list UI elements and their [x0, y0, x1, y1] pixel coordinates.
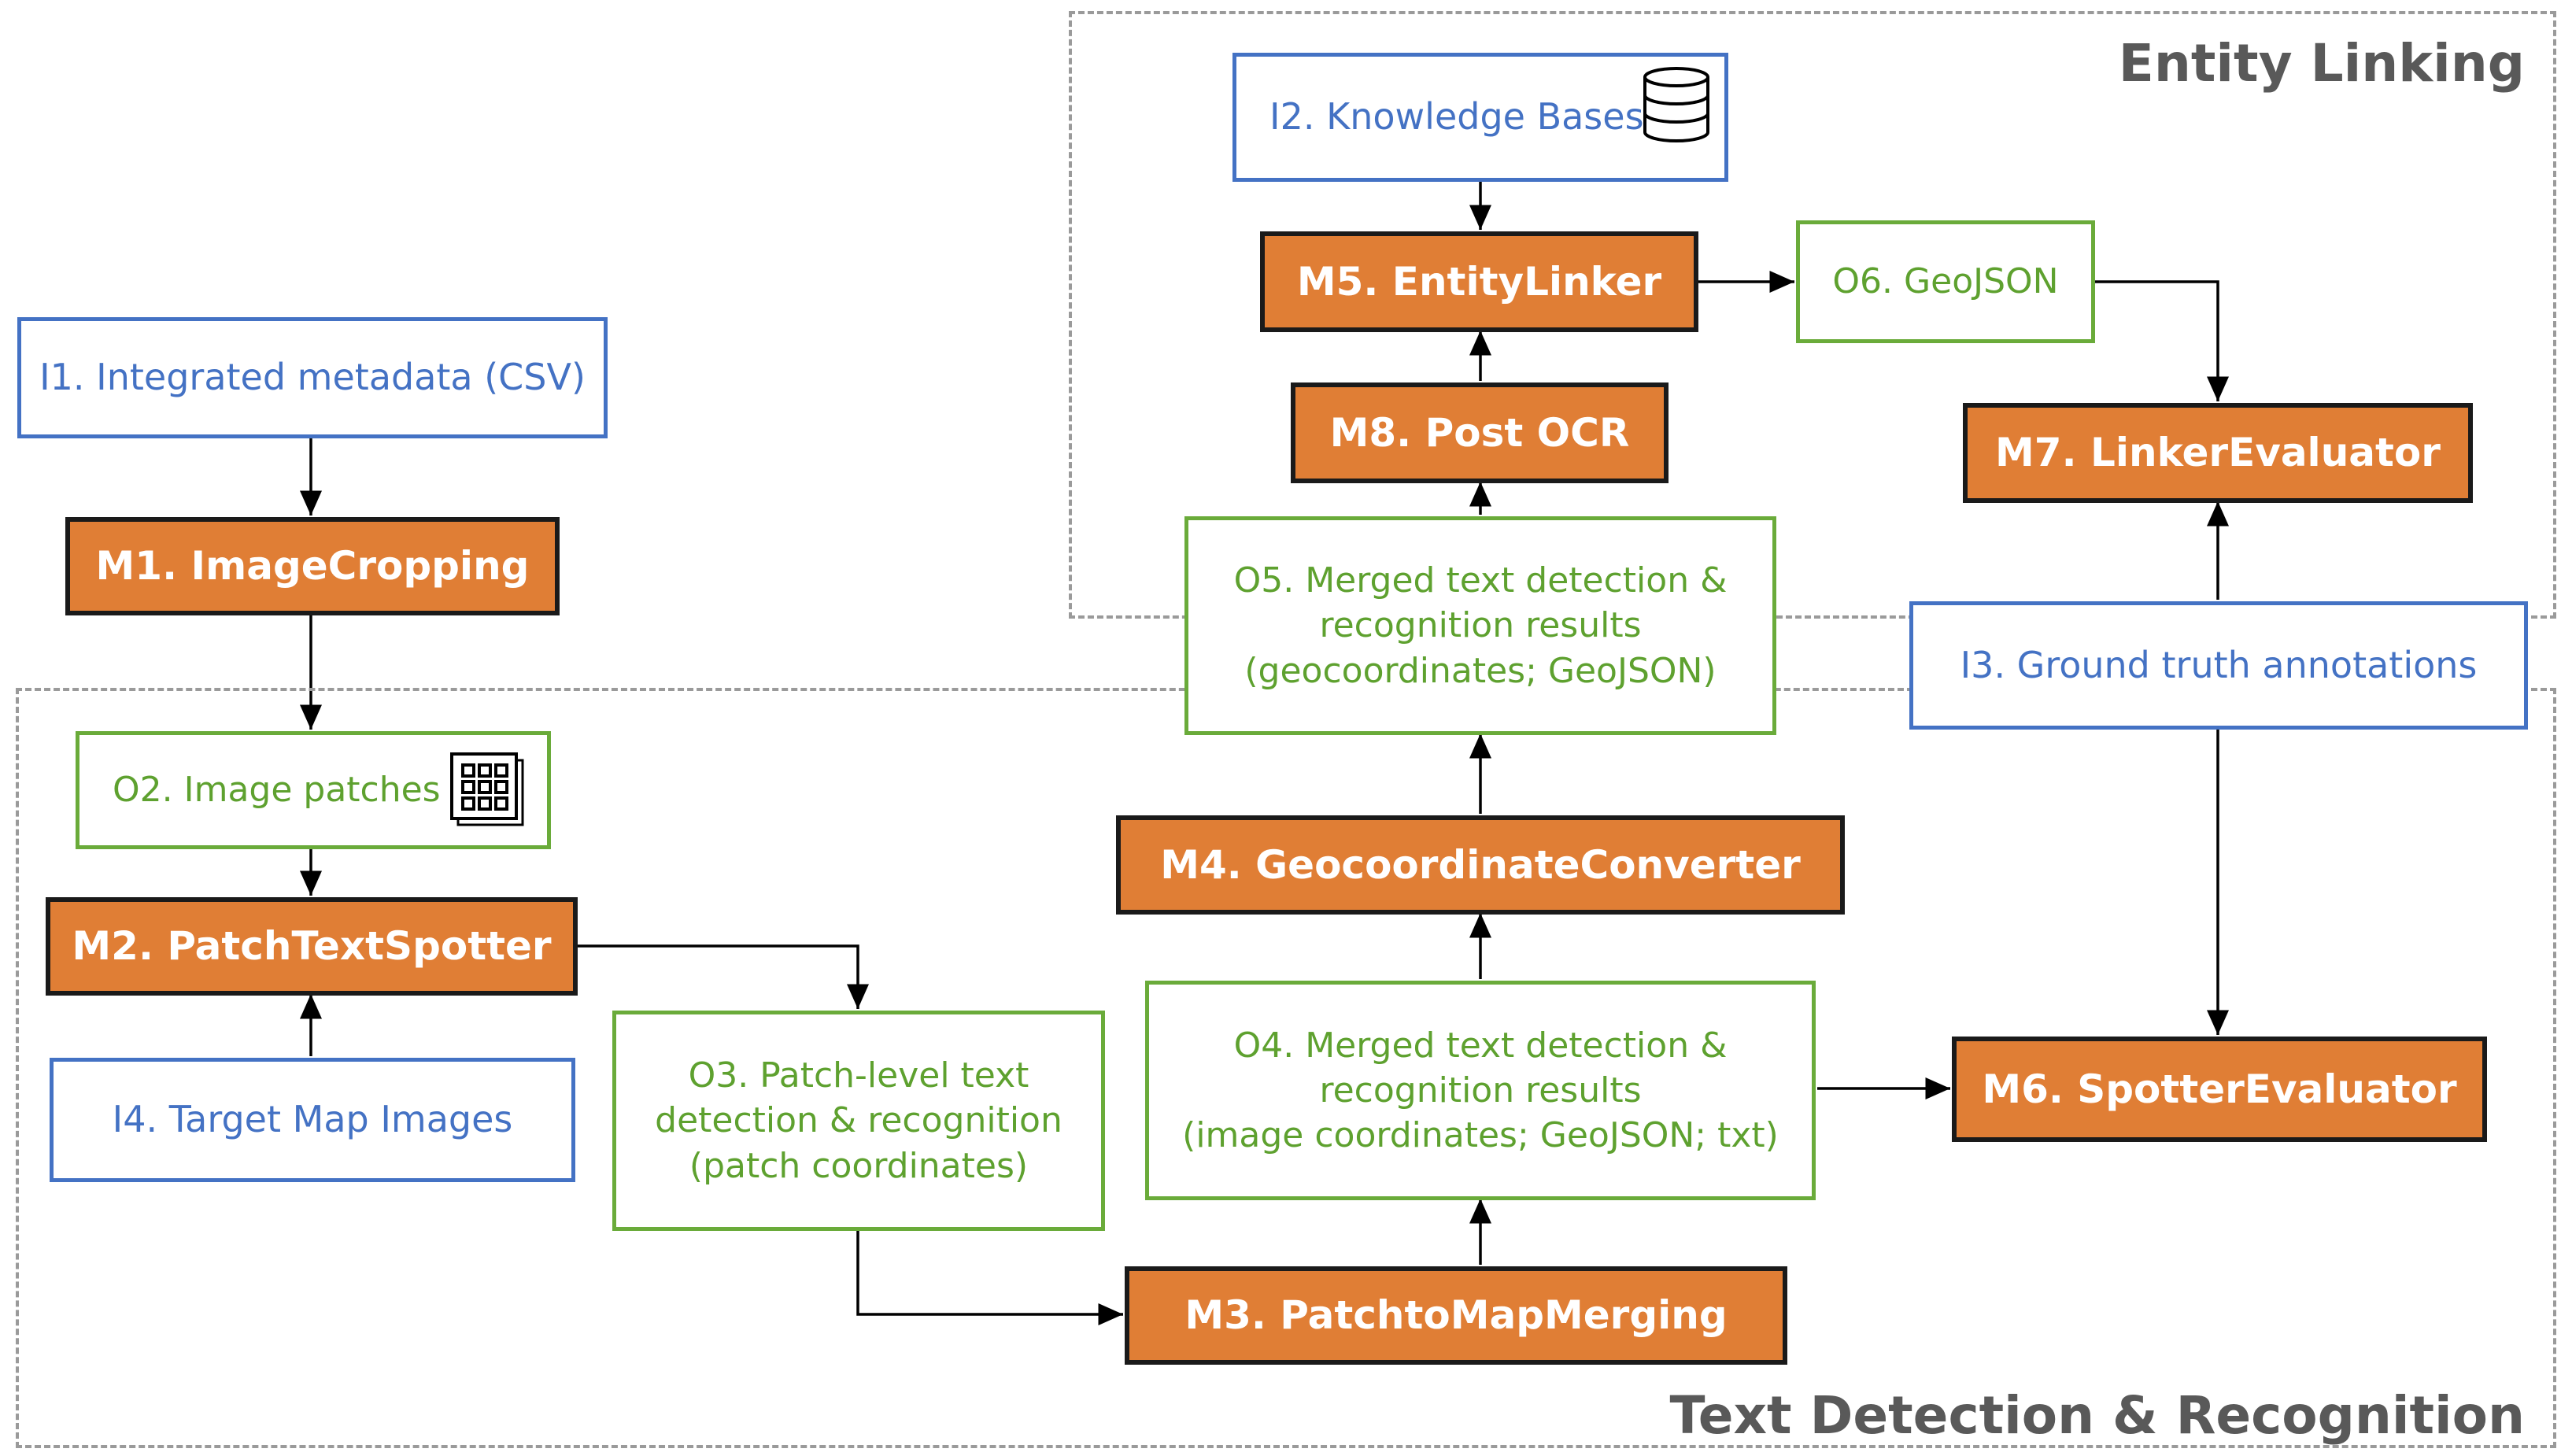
m6-label: M6. SpotterEvaluator: [1982, 1066, 2457, 1112]
i4-label: I4. Target Map Images: [112, 1098, 513, 1141]
i3-label: I3. Ground truth annotations: [1960, 643, 2478, 686]
o5-merged-geocoordinates: O5. Merged text detection & recognition …: [1184, 516, 1776, 735]
o3-label: O3. Patch-level text detection & recogni…: [655, 1055, 1062, 1186]
database-icon: [1643, 67, 1709, 142]
arrow-m2-o3: [576, 944, 869, 1009]
o4-label: O4. Merged text detection & recognition …: [1182, 1025, 1779, 1156]
m2-patch-text-spotter: M2. PatchTextSpotter: [46, 897, 578, 996]
m1-label: M1. ImageCropping: [95, 543, 530, 589]
i3-ground-truth-annotations: I3. Ground truth annotations: [1909, 601, 2528, 730]
m3-patch-to-map-merging: M3. PatchtoMapMerging: [1125, 1266, 1787, 1365]
o3-patch-level-results: O3. Patch-level text detection & recogni…: [612, 1011, 1105, 1231]
o6-geojson: O6. GeoJSON: [1796, 220, 2095, 343]
m5-entity-linker: M5. EntityLinker: [1260, 231, 1698, 332]
o4-merged-image-coordinates: O4. Merged text detection & recognition …: [1145, 981, 1816, 1200]
m4-geocoordinate-converter: M4. GeocoordinateConverter: [1116, 815, 1845, 915]
m5-label: M5. EntityLinker: [1296, 258, 1662, 305]
m8-post-ocr: M8. Post OCR: [1291, 382, 1669, 483]
m7-label: M7. LinkerEvaluator: [1995, 430, 2441, 475]
text-detection-title: Text Detection & Recognition: [1669, 1385, 2525, 1446]
m7-linker-evaluator: M7. LinkerEvaluator: [1963, 403, 2473, 503]
m2-label: M2. PatchTextSpotter: [72, 923, 552, 969]
o6-label: O6. GeoJSON: [1832, 261, 2059, 302]
m4-label: M4. GeocoordinateConverter: [1160, 841, 1801, 888]
m3-label: M3. PatchtoMapMerging: [1184, 1292, 1728, 1338]
o5-label: O5. Merged text detection & recognition …: [1233, 560, 1728, 691]
i1-label: I1. Integrated metadata (CSV): [39, 356, 586, 399]
o2-image-patches: O2. Image patches: [76, 731, 551, 849]
i1-integrated-metadata: I1. Integrated metadata (CSV): [17, 317, 608, 438]
m6-spotter-evaluator: M6. SpotterEvaluator: [1952, 1037, 2487, 1142]
m1-image-cropping: M1. ImageCropping: [65, 517, 560, 615]
arrow-o6-m7: [2094, 280, 2229, 401]
o2-label: O2. Image patches: [113, 770, 441, 811]
entity-linking-region: [1069, 11, 2556, 619]
grid-icon: [450, 752, 524, 826]
i2-label: I2. Knowledge Bases: [1269, 95, 1644, 139]
m8-label: M8. Post OCR: [1329, 409, 1630, 456]
arrow-o3-m3: [856, 1229, 1123, 1325]
i4-target-map-images: I4. Target Map Images: [50, 1058, 575, 1182]
entity-linking-title: Entity Linking: [2118, 33, 2525, 94]
